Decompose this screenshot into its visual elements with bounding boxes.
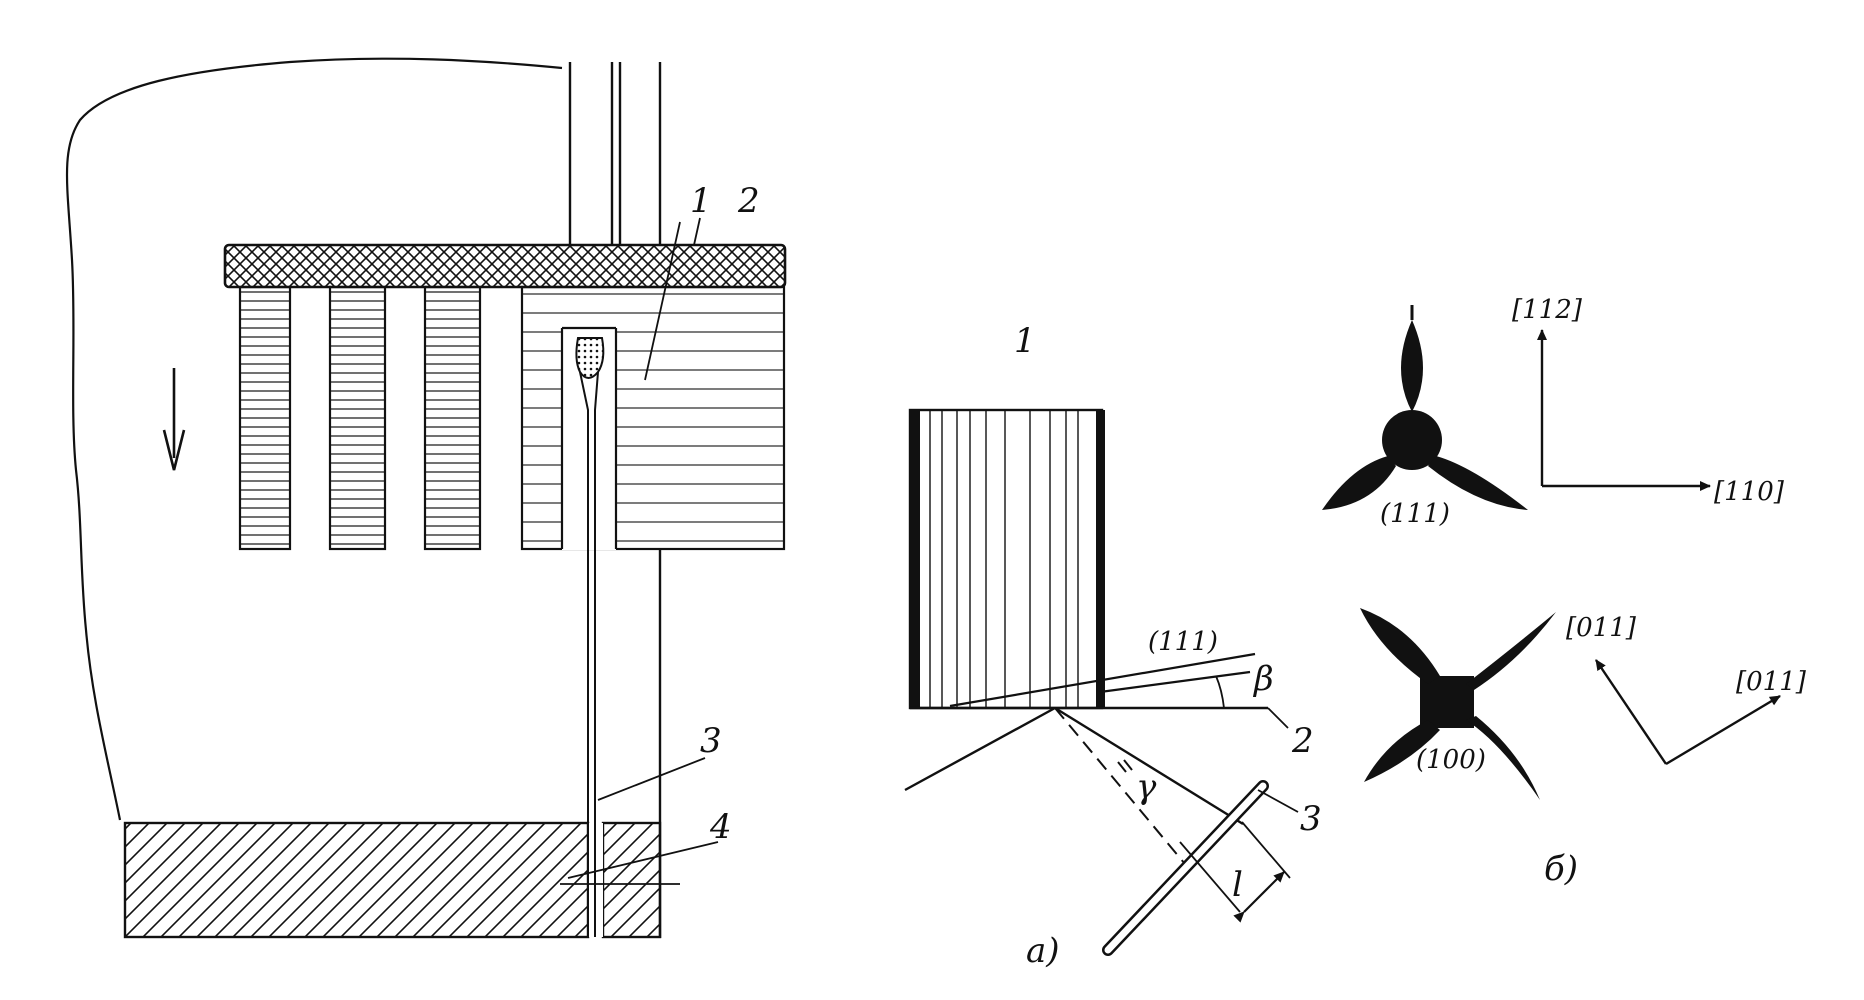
label-011-right: [011] xyxy=(1736,667,1807,697)
label-110: [110] xyxy=(1714,477,1785,507)
rod-3 xyxy=(1102,780,1269,956)
panel-a-label-3: 3 xyxy=(1300,799,1322,839)
container-break-outline xyxy=(65,57,563,821)
panel-a-label-length: l xyxy=(1232,865,1243,905)
dashed-axis xyxy=(1054,707,1186,865)
axes-011 xyxy=(1595,659,1781,766)
left-label-4: 4 xyxy=(709,807,732,847)
plane-111-line xyxy=(949,652,1256,708)
base-4 xyxy=(123,821,662,939)
label-111: (111) xyxy=(1380,499,1450,529)
left-label-2: 2 xyxy=(737,181,760,221)
panel-a: 1 (111) β 2 γ 3 l а) xyxy=(904,321,1322,971)
capillary-3 xyxy=(575,337,605,935)
fin-array xyxy=(238,285,786,551)
crystal-block-1 xyxy=(908,408,1105,710)
quatrefoil-100 xyxy=(1360,608,1556,800)
leader-lines xyxy=(560,217,719,885)
left-label-3: 3 xyxy=(700,721,722,761)
axes-112-110 xyxy=(1537,329,1711,491)
trefoil-111 xyxy=(1322,305,1528,510)
panel-a-caption: а) xyxy=(1026,931,1060,971)
panel-a-label-gamma: γ xyxy=(1136,767,1157,807)
left-label-1: 1 xyxy=(690,181,712,221)
panel-b-caption: б) xyxy=(1544,849,1578,889)
panel-a-label-plane: (111) xyxy=(1148,627,1218,657)
flow-arrow xyxy=(162,368,186,471)
length-dimension xyxy=(1179,821,1291,923)
right-oblique-line xyxy=(1054,706,1244,826)
panel-a-label-beta: β xyxy=(1252,659,1274,699)
panel-a-label-2: 2 xyxy=(1291,721,1314,761)
label-100: (100) xyxy=(1416,745,1486,775)
panel-b: (111) [112] [110] (100) [011] [011] б) xyxy=(1322,295,1807,889)
label-011-left: [011] xyxy=(1566,613,1637,643)
plate-2 xyxy=(223,243,787,289)
feed-tubes xyxy=(568,62,662,244)
label-112: [112] xyxy=(1512,295,1583,325)
left-oblique-line xyxy=(904,706,1056,792)
left-apparatus: 1 2 3 4 xyxy=(65,57,787,939)
beta-arc xyxy=(1215,675,1225,709)
panel-a-label-1: 1 xyxy=(1014,321,1036,361)
